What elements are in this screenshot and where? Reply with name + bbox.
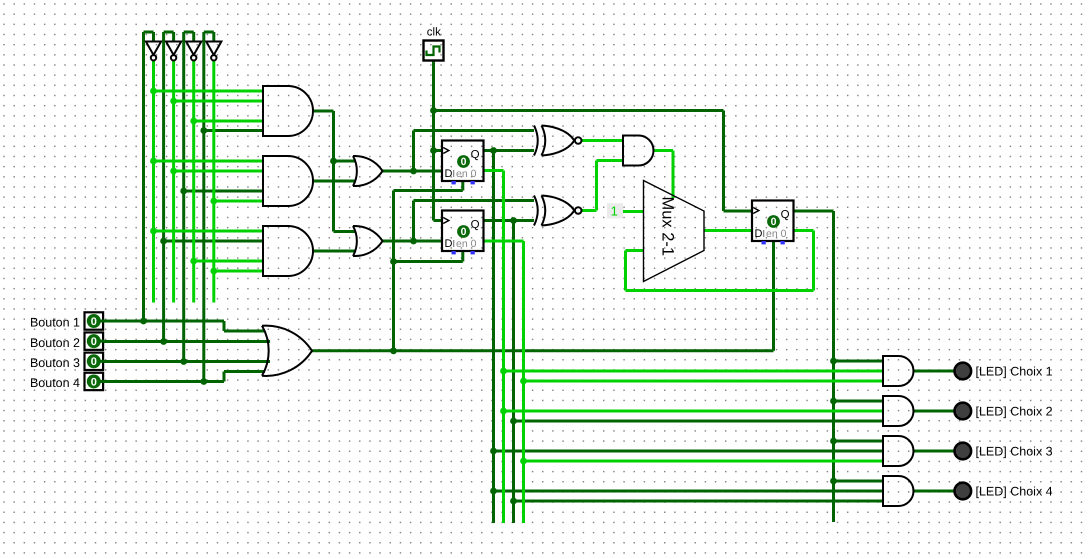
svg-text:Q: Q: [781, 209, 790, 221]
svg-text:en 0: en 0: [766, 228, 787, 240]
svg-text:Bouton 2: Bouton 2: [30, 336, 80, 350]
svg-text:0: 0: [91, 376, 97, 388]
svg-text:1: 1: [611, 204, 618, 219]
svg-text:Bouton 3: Bouton 3: [30, 356, 80, 370]
svg-text:D: D: [445, 168, 453, 180]
svg-text:Q: Q: [471, 219, 480, 231]
svg-text:0: 0: [771, 216, 777, 228]
svg-text:[LED] Choix 4: [LED] Choix 4: [976, 485, 1053, 499]
svg-text:[LED] Choix 3: [LED] Choix 3: [976, 445, 1053, 459]
svg-text:0: 0: [91, 336, 97, 348]
svg-text:[LED] Choix 1: [LED] Choix 1: [976, 365, 1053, 379]
svg-text:0: 0: [91, 316, 97, 328]
svg-text:0: 0: [91, 356, 97, 368]
svg-text:D: D: [445, 238, 453, 250]
svg-text:Mux 2-1: Mux 2-1: [659, 197, 677, 257]
svg-text:D: D: [755, 228, 763, 240]
svg-text:Bouton 1: Bouton 1: [30, 316, 80, 330]
svg-text:en 0: en 0: [456, 238, 477, 250]
svg-text:clk: clk: [427, 27, 441, 39]
svg-text:Q: Q: [471, 149, 480, 161]
svg-text:[LED] Choix 2: [LED] Choix 2: [976, 405, 1053, 419]
svg-text:en 0: en 0: [456, 168, 477, 180]
svg-text:0: 0: [461, 226, 467, 238]
svg-text:0: 0: [461, 156, 467, 168]
svg-text:Bouton 4: Bouton 4: [30, 376, 80, 390]
